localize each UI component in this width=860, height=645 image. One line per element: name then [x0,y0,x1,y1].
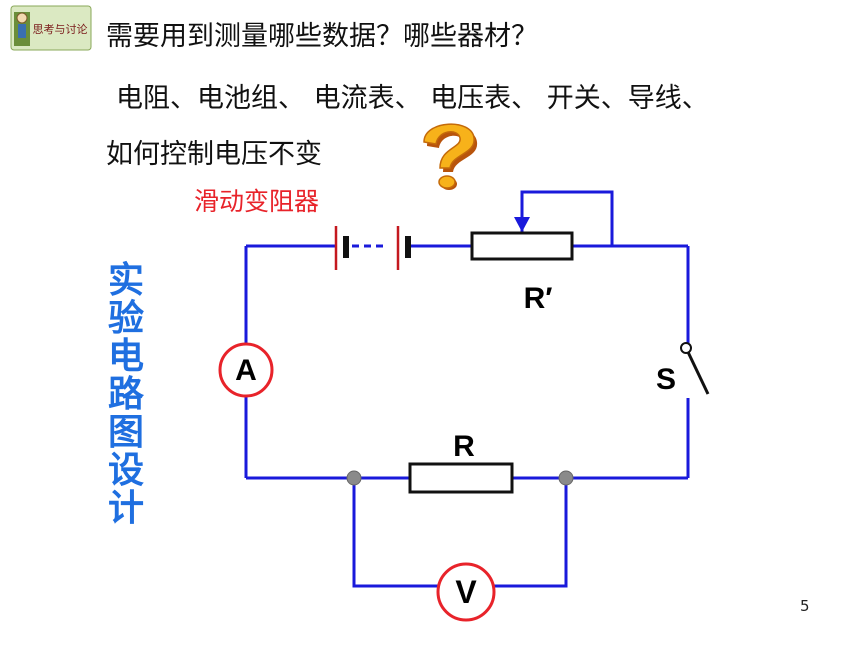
battery-group [334,226,411,270]
resistor-label: R [453,430,475,463]
rheostat-body [470,231,574,261]
switch-label: S [656,363,676,396]
voltage-control-question: 如何控制电压不变 [106,139,322,170]
circuit-wires [244,190,690,588]
question-heading: 需要用到测量哪些数据？哪些器材？ [106,21,538,52]
badge-text: 思考与讨论 [33,22,88,36]
ammeter-label: A [235,354,257,387]
resistor-body [408,462,514,494]
junction-node-right [558,470,574,486]
equipment-list: 电阻、电池组、 电流表、 电压表、 开关、导线、 [116,83,709,114]
rheostat-caption: 滑动变阻器 [194,187,320,216]
switch-pivot [680,342,692,354]
ammeter [218,342,274,398]
switch-lever [686,351,710,395]
question-mark-icon [423,123,478,190]
discussion-badge-icon: 思考与讨论 [10,5,92,51]
junction-node-left [346,470,362,486]
circuit-design-title: 实验电路图设计 [107,260,144,529]
rheostat-label: R′ [524,282,553,315]
voltmeter-label: V [455,574,477,610]
page-number: 5 [800,597,810,615]
voltmeter [436,562,496,622]
rheostat-slider-arrow [514,217,530,232]
